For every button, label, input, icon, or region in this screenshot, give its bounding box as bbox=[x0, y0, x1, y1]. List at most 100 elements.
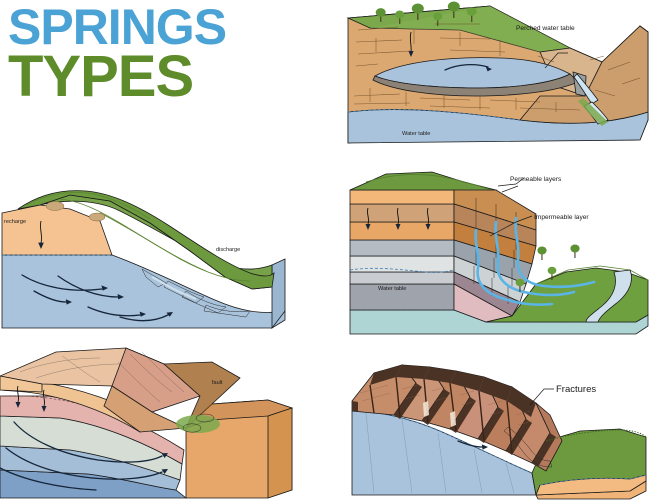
flow-arrow-1 bbox=[21, 274, 103, 291]
unsaturated-recharge-zone bbox=[1, 204, 113, 256]
fault-spring-diagram: fault bbox=[0, 340, 330, 500]
surface-texture bbox=[19, 351, 185, 403]
plain-contour bbox=[535, 265, 649, 285]
layer-orange-upper bbox=[349, 189, 455, 205]
title-line-springs: SPRINGS bbox=[8, 0, 227, 55]
recharge-discharge-diagram: recharge discharge bbox=[0, 165, 330, 340]
layer-lightgray bbox=[349, 271, 455, 285]
fracture-fill bbox=[423, 401, 456, 427]
tree bbox=[537, 246, 547, 260]
discharge-patch bbox=[203, 304, 251, 318]
left-edge-band bbox=[0, 375, 43, 393]
infiltration-arrow-head bbox=[408, 51, 414, 57]
discharge-patch bbox=[181, 290, 227, 314]
flow-arrow-head bbox=[481, 444, 488, 450]
flow-arrow-head-2 bbox=[161, 469, 168, 474]
fractures-label: Fractures bbox=[556, 384, 596, 395]
flow-arrow-3 bbox=[0, 467, 97, 491]
page-title: SPRINGS TYPES bbox=[8, 2, 328, 106]
perched-flow-arrow bbox=[444, 63, 489, 71]
flow-arrow-2 bbox=[5, 447, 163, 480]
flow-arrow-4 bbox=[87, 306, 141, 317]
perched-flow-arrow-head bbox=[485, 66, 492, 72]
perched-label-leader bbox=[544, 52, 568, 69]
permeable-impermeable-layers-diagram: Permeable layers Impermeable layer Water… bbox=[336, 160, 657, 340]
fault-label: fault bbox=[212, 380, 223, 386]
water-table-label: Water table bbox=[402, 131, 430, 137]
valley-slope bbox=[519, 25, 649, 124]
layer-tan bbox=[349, 203, 455, 223]
permeable-leader-2 bbox=[501, 185, 519, 193]
ridge-contour bbox=[25, 192, 151, 220]
recharge-arrow-head bbox=[38, 242, 44, 249]
grass-contour bbox=[365, 174, 493, 191]
flow-arrow-head-1 bbox=[101, 285, 108, 291]
confining-dashed-line bbox=[0, 395, 139, 425]
perched-water-table-diagram: Perched water table Water table bbox=[340, 0, 657, 155]
flow-arrow-head-1 bbox=[161, 453, 168, 458]
spring-stream-2 bbox=[494, 220, 576, 297]
plain-water-dashed bbox=[539, 474, 647, 486]
spring-pool-1 bbox=[195, 413, 215, 423]
ridge-contour bbox=[99, 212, 251, 282]
title-line-types: TYPES bbox=[8, 44, 194, 109]
discharge-channel bbox=[151, 276, 197, 300]
perched-water-table-label: Perched water table bbox=[516, 25, 575, 32]
flow-arrow-2 bbox=[57, 275, 119, 298]
spring-stream-3 bbox=[514, 216, 596, 289]
layer-grayblue bbox=[349, 239, 455, 257]
tree bbox=[547, 266, 557, 280]
layer-orange-lower bbox=[349, 221, 455, 241]
hangingwall-face bbox=[103, 385, 188, 433]
plateau-surface-2 bbox=[111, 347, 201, 413]
flow-arrow-head-5 bbox=[166, 312, 173, 317]
spring-wetland bbox=[176, 415, 220, 433]
bedding-texture bbox=[359, 384, 533, 426]
tree bbox=[375, 8, 386, 22]
block-face-lines bbox=[365, 412, 515, 494]
fracture-bands bbox=[352, 365, 556, 467]
grass-highlight bbox=[370, 6, 570, 52]
discharge-patch bbox=[141, 268, 167, 288]
discharge-patch bbox=[163, 280, 205, 304]
rock-strata-cracks bbox=[353, 23, 641, 112]
flow-arrow-3 bbox=[33, 290, 67, 303]
bare-knoll bbox=[88, 212, 106, 222]
tree bbox=[411, 3, 424, 20]
infiltration-arrow-line bbox=[409, 31, 412, 53]
saturated-zone bbox=[1, 254, 286, 329]
impermeable-leader bbox=[489, 215, 533, 237]
spring-stream-1 bbox=[474, 228, 554, 307]
flow-arrow-1 bbox=[13, 421, 163, 463]
tree bbox=[466, 7, 477, 22]
water-table-label: Water table bbox=[378, 286, 406, 292]
infiltration-arrows bbox=[15, 385, 47, 412]
riparian-vegetation bbox=[578, 98, 608, 126]
tree bbox=[395, 10, 405, 24]
tree-group bbox=[515, 244, 580, 292]
permeable-leader bbox=[497, 177, 525, 187]
river bbox=[585, 269, 632, 323]
ridge-contour bbox=[59, 198, 207, 272]
water-table-line bbox=[349, 267, 455, 273]
recharge-label: recharge bbox=[4, 219, 26, 225]
tree bbox=[570, 244, 580, 258]
footwall-right-face bbox=[267, 407, 293, 499]
spring-streams bbox=[474, 216, 596, 307]
permeable-layers-label: Permeable layers bbox=[510, 176, 562, 183]
infiltration-arrows bbox=[365, 207, 431, 230]
block-right-face bbox=[271, 258, 286, 330]
spring-pool-2 bbox=[182, 423, 202, 433]
flow-arrow-5 bbox=[119, 314, 169, 322]
bare-knoll bbox=[45, 201, 65, 211]
flow-arrow-head-4 bbox=[139, 311, 146, 317]
recharge-arrow-line bbox=[39, 220, 43, 244]
flow-arrow-head-2 bbox=[117, 294, 124, 300]
fractures-leader bbox=[529, 388, 554, 406]
tree bbox=[433, 12, 443, 26]
grass-fringe bbox=[545, 429, 647, 442]
fracture-spring-stream bbox=[503, 426, 553, 468]
flow-arrow bbox=[457, 440, 483, 448]
tree-group bbox=[375, 1, 477, 26]
